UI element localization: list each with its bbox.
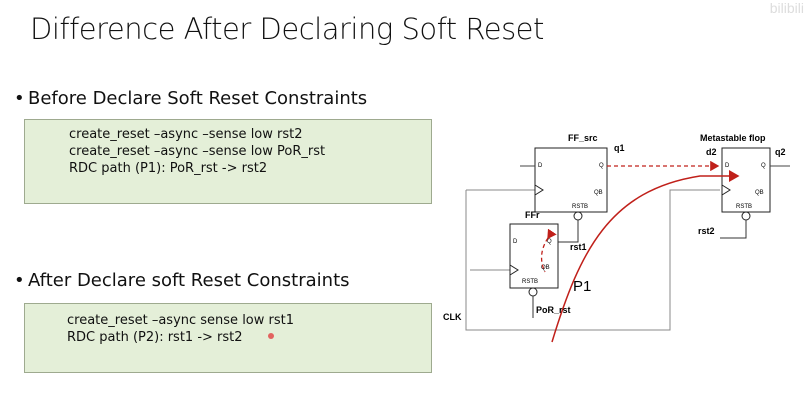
ffr-pin-q: Q — [547, 239, 552, 245]
watermark-logo: bilibili — [769, 0, 804, 16]
after-code-box: create_reset –async sense low rst1 RDC p… — [24, 303, 432, 373]
ffr-rstb-bubble — [528, 287, 538, 297]
meta-rstb-bubble — [741, 211, 751, 221]
slide-title: Difference After Declaring Soft Reset — [30, 12, 544, 46]
ff-src-label: FF_src — [568, 133, 598, 143]
ff-src-flop — [534, 147, 608, 213]
clk-label: CLK — [443, 312, 462, 322]
before-heading: Before Declare Soft Reset Constraints — [28, 88, 368, 109]
code-line: create_reset –async –sense low rst2 — [69, 127, 303, 142]
bullet-after: •After Declare soft Reset Constraints — [14, 270, 350, 291]
ffr-pin-rstb: RSTB — [522, 279, 538, 285]
rst2-wire — [720, 220, 747, 239]
ffr-pin-d: D — [513, 239, 518, 245]
laser-pointer-dot — [268, 333, 274, 339]
metastable-flop-label: Metastable flop — [700, 133, 766, 143]
meta-pin-d: D — [725, 163, 730, 169]
rst1-label: rst1 — [570, 242, 587, 252]
ffr-label: FFr — [525, 210, 540, 220]
meta-pin-rstb: RSTB — [736, 204, 752, 210]
code-line: RDC path (P2): rst1 -> rst2 — [67, 330, 243, 345]
bullet-before: •Before Declare Soft Reset Constraints — [14, 88, 367, 109]
ff-src-pin-qb: QB — [594, 190, 603, 196]
after-heading: After Declare soft Reset Constraints — [28, 270, 350, 291]
meta-d-label: d2 — [706, 147, 717, 157]
code-line: create_reset –async sense low rst1 — [67, 313, 295, 328]
before-code-box: create_reset –async –sense low rst2 crea… — [24, 119, 432, 204]
p1-label: P1 — [573, 278, 591, 295]
rst2-label: rst2 — [698, 226, 715, 236]
p1-path-arrow — [551, 170, 740, 343]
ff-src-pin-q: Q — [599, 163, 604, 169]
meta-pin-q: Q — [761, 163, 766, 169]
rst1-wire — [558, 220, 579, 243]
por-rst-label: PoR_rst — [536, 305, 571, 315]
bullet-dot: • — [14, 270, 25, 291]
bullet-dot: • — [14, 88, 25, 109]
ffr-internal-dashed-path — [540, 228, 557, 273]
ff-src-pin-rstb: RSTB — [572, 204, 588, 210]
ff-src-pin-d: D — [538, 163, 543, 169]
ff-src-rstb-bubble — [573, 211, 583, 221]
meta-pin-qb: QB — [755, 190, 764, 196]
code-line: RDC path (P1): PoR_rst -> rst2 — [69, 161, 268, 176]
meta-q-label: q2 — [775, 147, 786, 157]
ffr-pin-qb: QB — [541, 265, 550, 271]
ff-src-q-label: q1 — [614, 143, 625, 153]
code-line: create_reset –async –sense low PoR_rst — [69, 144, 326, 159]
metastable-flop — [721, 147, 771, 213]
clock-wiring — [465, 189, 720, 331]
